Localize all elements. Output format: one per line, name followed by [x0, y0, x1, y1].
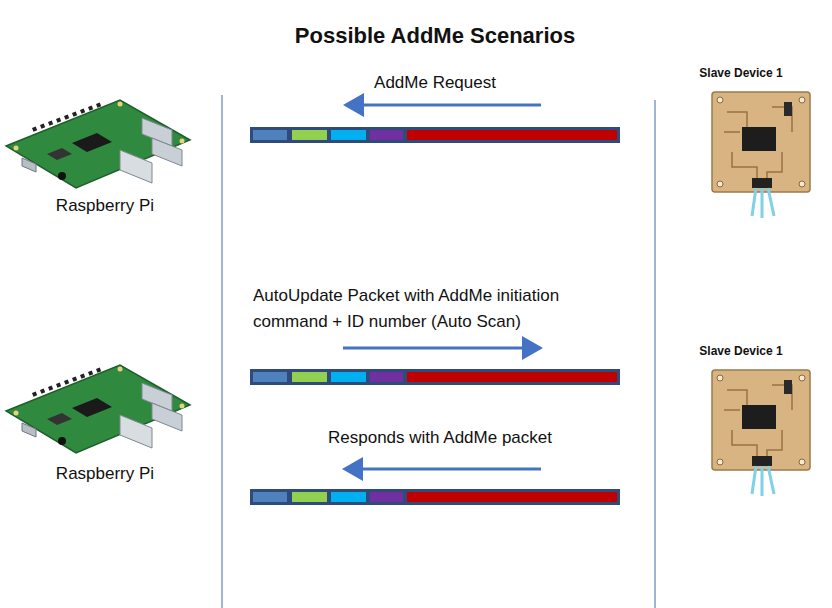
message-label: AutoUpdate Packet with AddMe initiation …	[253, 283, 625, 335]
message-arrow	[343, 347, 540, 350]
device-label: Slave Device 1	[668, 64, 814, 82]
slave-board-image	[712, 92, 810, 218]
slave-board-image	[712, 370, 810, 496]
raspberry-pi-image	[6, 100, 190, 188]
packet-bar	[250, 489, 620, 505]
device-caption: Raspberry Pi	[15, 193, 195, 219]
divider-line	[654, 100, 656, 608]
raspberry-pi-image	[6, 365, 190, 453]
message-arrow	[345, 468, 541, 471]
message-label: Responds with AddMe packet	[280, 425, 600, 451]
packet-bar	[250, 127, 620, 143]
message-arrow	[346, 104, 541, 107]
message-label: AddMe Request	[290, 70, 580, 96]
device-caption: Raspberry Pi	[15, 461, 195, 487]
packet-bar	[250, 369, 620, 385]
divider-line	[221, 95, 223, 608]
diagram-title: Possible AddMe Scenarios	[235, 22, 635, 50]
device-label: Slave Device 1	[668, 342, 814, 360]
